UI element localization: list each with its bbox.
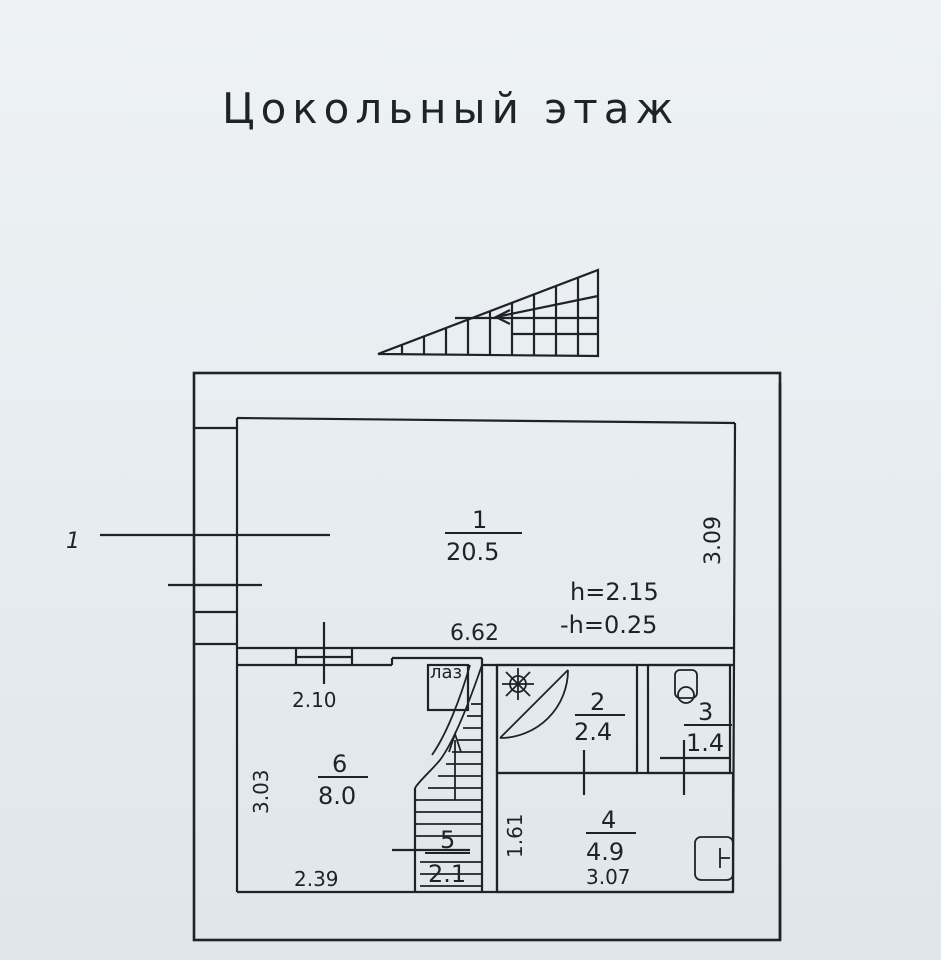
room-4-height-dim: 1.61 — [503, 813, 527, 858]
ceiling-height: h=2.15 — [570, 578, 659, 606]
room-6-bottom-dim: 2.39 — [294, 867, 339, 891]
room-6-area: 8.0 — [318, 782, 356, 810]
room-5-number: 5 — [440, 826, 455, 854]
room-1-area: 20.5 — [446, 538, 499, 566]
inner-walls — [168, 416, 737, 894]
room-6-number: 6 — [332, 750, 347, 778]
room-1-height-dim: 3.09 — [701, 516, 726, 565]
room-2-area: 2.4 — [574, 718, 612, 746]
room-4-width-dim: 3.07 — [586, 865, 631, 889]
room-5-area: 2.1 — [428, 860, 466, 888]
exterior-stair — [377, 268, 600, 358]
outer-wall — [192, 371, 782, 942]
page-title: Цокольный этаж — [222, 84, 680, 133]
room-2-number: 2 — [590, 688, 605, 716]
door-swing — [499, 669, 569, 739]
room-3-number: 3 — [698, 698, 713, 726]
room-4-area: 4.9 — [586, 838, 624, 866]
section-marker: 1 — [66, 529, 80, 554]
room-3-area: 1.4 — [686, 729, 724, 757]
interior-stair — [414, 664, 483, 887]
room-6-left-dim: 3.03 — [249, 769, 273, 814]
room-4-number: 4 — [601, 806, 616, 834]
room-6-top-dim: 2.10 — [292, 688, 337, 712]
floor-depth: -h=0.25 — [560, 611, 657, 639]
sanitary-fixtures — [502, 668, 734, 881]
hatch-label: лаз — [430, 662, 462, 683]
room-1-number: 1 — [472, 506, 487, 534]
room-1-width-dim: 6.62 — [450, 621, 499, 646]
